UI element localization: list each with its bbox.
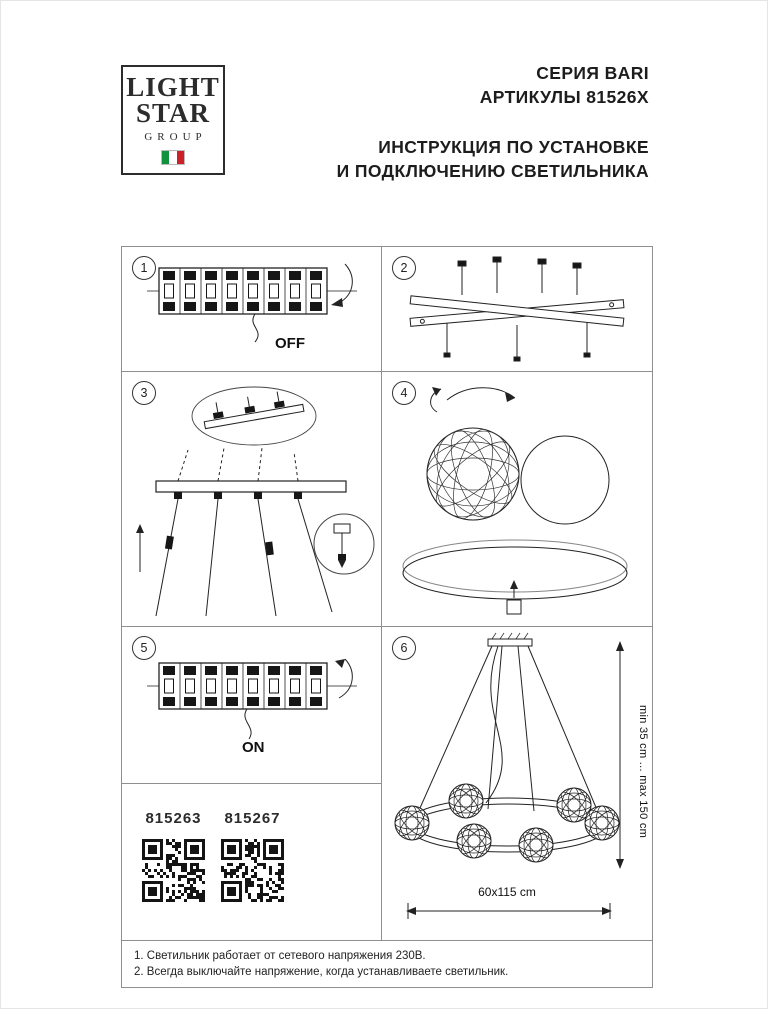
mounting-bars-diagram	[409, 256, 625, 362]
lightstar-logo: LIGHT STAR GROUP	[121, 65, 225, 175]
circuit-breaker-on-diagram	[146, 658, 357, 740]
shade-assembly-diagram	[402, 387, 628, 615]
step-5-panel: 5	[122, 627, 382, 784]
qr-code	[142, 839, 205, 902]
step-4-panel: 4	[382, 372, 652, 627]
circuit-breaker-off-diagram	[146, 263, 357, 343]
step-6-panel: 6	[382, 627, 652, 940]
instruction-title-line1: ИНСТРУКЦИЯ ПО УСТАНОВКЕ	[378, 137, 649, 157]
step-3-number: 3	[132, 381, 156, 405]
step-5-number: 5	[132, 636, 156, 660]
qr-group-815263: 815263	[142, 810, 205, 940]
qr-code	[221, 839, 284, 902]
logo-line-light: LIGHT	[126, 72, 220, 103]
article-code: 815263	[145, 810, 202, 827]
step-4-number: 4	[392, 381, 416, 405]
logo-line-group: GROUP	[144, 130, 207, 143]
step-1-panel: 1	[122, 247, 382, 372]
on-label: ON	[242, 739, 265, 756]
step-2-number: 2	[392, 256, 416, 280]
chandelier-diagram	[394, 632, 624, 919]
step-2-panel: 2	[382, 247, 652, 372]
height-dimension-label: min 35 cm ... max 150 cm	[637, 705, 649, 839]
footer-notes: 1. Светильник работает от сетевого напря…	[122, 940, 652, 987]
step-6-number: 6	[392, 636, 416, 660]
step-1-number: 1	[132, 256, 156, 280]
articles-title: АРТИКУЛЫ 81526X	[479, 87, 649, 107]
logo-line-star: STAR	[135, 98, 211, 128]
qr-group-815267: 815267	[221, 810, 284, 940]
article-qr-section: 815263 815267	[122, 784, 382, 940]
off-label: OFF	[275, 335, 305, 352]
footer-note-2: 2. Всегда выключайте напряжение, когда у…	[134, 966, 509, 978]
italian-flag-icon	[161, 149, 185, 165]
series-title: СЕРИЯ BARI	[536, 63, 649, 83]
article-code: 815267	[224, 810, 281, 827]
header-titles: СЕРИЯ BARI АРТИКУЛЫ 81526X ИНСТРУКЦИЯ ПО…	[337, 61, 649, 183]
width-dimension-label: 60x115 cm	[478, 885, 536, 899]
step-3-panel: 3	[122, 372, 382, 627]
instruction-title-line2: И ПОДКЛЮЧЕНИЮ СВЕТИЛЬНИКА	[336, 161, 649, 181]
ceiling-canopy-diagram	[135, 386, 374, 617]
steps-grid: 1	[121, 246, 653, 988]
footer-note-1: 1. Светильник работает от сетевого напря…	[134, 950, 426, 962]
